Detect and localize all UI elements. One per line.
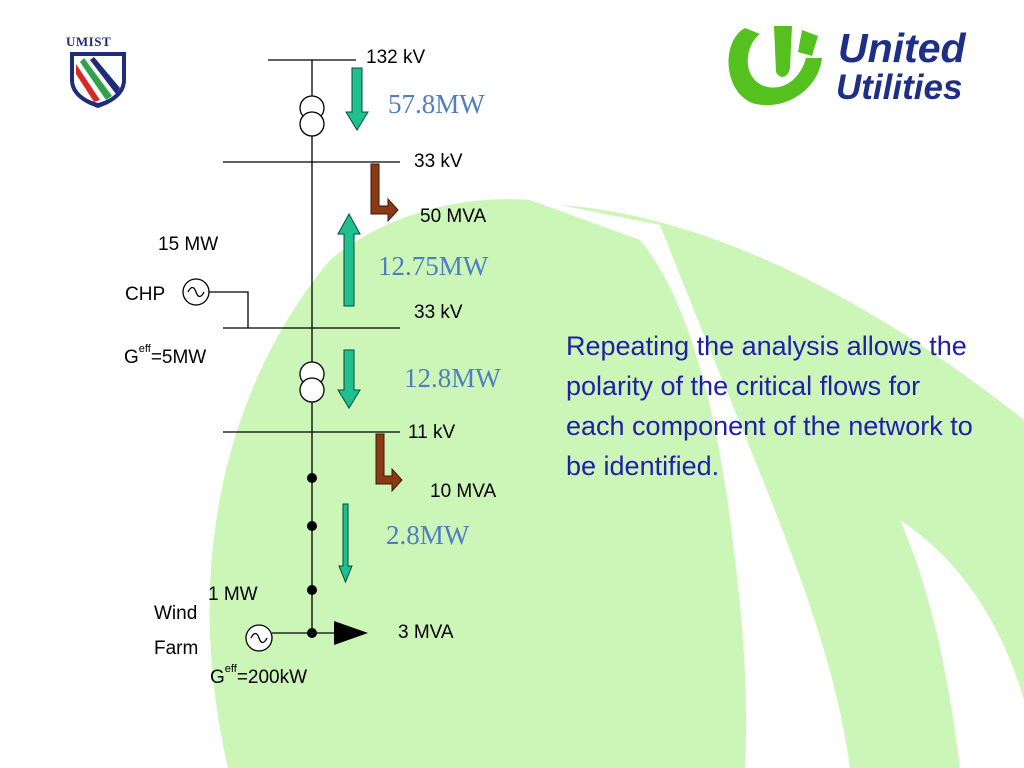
wind-geff-label: Geff=200kW [210,663,308,688]
chp-rating-label: 15 MW [158,234,219,255]
chp-connection [209,291,249,328]
network-diagram [182,59,400,652]
flow-arrow-57-8mw [345,67,369,131]
background-arc-right [900,520,1024,768]
umist-logo [70,52,126,108]
feeder-nodes [307,473,317,638]
load-3mva-arrow [334,621,368,645]
flow-arrow-12-75mw [337,212,361,307]
load-label-3mva: 3 MVA [398,622,454,643]
umist-logo-text: UMIST [66,34,112,49]
background-band-shape [560,205,1024,768]
load-label-10mva: 10 MVA [430,481,497,502]
flow-label-57-8mw: 57.8MW [388,89,485,119]
wind-name-line2: Farm [154,638,199,659]
load-arrow-10mva [375,433,403,493]
chp-geff-label: Geff=5MW [124,343,207,368]
wind-rating-label: 1 MW [208,584,258,605]
flow-arrow-12-8mw [337,349,361,409]
transformer-132-33 [299,95,325,137]
flow-arrow-2-8mw [338,503,353,584]
transformer-33-11 [299,361,325,403]
flow-label-2-8mw: 2.8MW [386,520,470,550]
wind-name-line1: Wind [154,603,198,624]
bus-label-11kv: 11 kV [408,422,456,443]
explanation-text: Repeating the analysis allows the polari… [566,331,973,481]
chp-name-label: CHP [125,284,166,305]
flow-label-12-8mw: 12.8MW [404,363,501,393]
bus-label-33kv-upper: 33 kV [414,151,463,172]
load-arrow-50mva [370,163,399,223]
flow-label-12-75mw: 12.75MW [378,251,489,281]
bus-label-132kv: 132 kV [366,47,426,68]
united-utilities-logo-mark [728,26,822,106]
load-label-50mva: 50 MVA [420,206,487,227]
bus-label-33kv-lower: 33 kV [414,302,463,323]
united-utilities-logo-line1: United [838,25,966,71]
united-utilities-logo-line2: Utilities [836,68,963,107]
